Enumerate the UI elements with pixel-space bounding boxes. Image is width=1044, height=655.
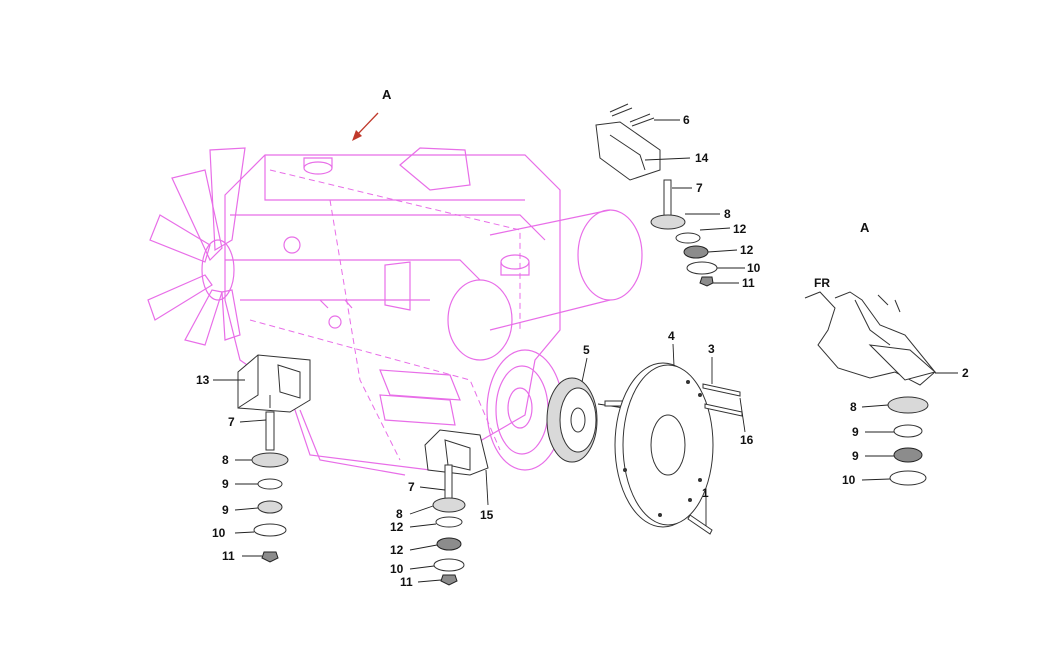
callout-10: 10 [390,562,404,576]
engine-outline [147,147,643,476]
callout-9: 9 [222,503,229,517]
callout-3: 3 [708,342,715,356]
callout-12: 12 [390,520,404,534]
top-right-mount-assembly [595,103,718,287]
callout-6: 6 [683,113,690,127]
callout-12: 12 [390,543,404,557]
callout-9: 9 [852,449,859,463]
center-mount-assembly [424,429,489,586]
callout-12: 12 [733,222,747,236]
flywheel-plate-4 [614,362,714,528]
callout-12: 12 [740,243,754,257]
detail-a: A FR [804,220,937,486]
left-mount-assembly [237,354,311,563]
callout-13: 13 [196,373,210,387]
callout-9: 9 [222,477,229,491]
callout-15: 15 [480,508,494,522]
fr-label: FR [814,276,830,290]
callout-8: 8 [222,453,229,467]
callout-7: 7 [696,181,703,195]
cooling-fan [147,147,246,346]
callout-5: 5 [583,343,590,357]
callout-9: 9 [852,425,859,439]
callout-10: 10 [212,526,226,540]
callout-1: 1 [702,486,709,500]
callout-10: 10 [842,473,856,487]
callout-10: 10 [747,261,761,275]
leader-lines [213,119,958,583]
detail-title: A [860,220,870,235]
callout-7: 7 [228,415,235,429]
callout-14: 14 [695,151,709,165]
callout-11: 11 [222,549,235,563]
callout-8: 8 [724,207,731,221]
callout-11: 11 [400,575,413,589]
callout-4: 4 [668,329,675,343]
view-label-a: A [382,87,392,102]
callout-8: 8 [850,400,857,414]
callout-labels: 13 7 8 9 9 10 11 7 8 12 12 10 11 15 6 14… [196,113,969,589]
view-arrow-a: A [352,87,392,141]
callout-2: 2 [962,366,969,380]
callout-8: 8 [396,507,403,521]
callout-7: 7 [408,480,415,494]
callout-11: 11 [742,276,755,290]
callout-16: 16 [740,433,754,447]
coupling-5 [546,377,625,463]
bolts-16 [687,383,743,535]
